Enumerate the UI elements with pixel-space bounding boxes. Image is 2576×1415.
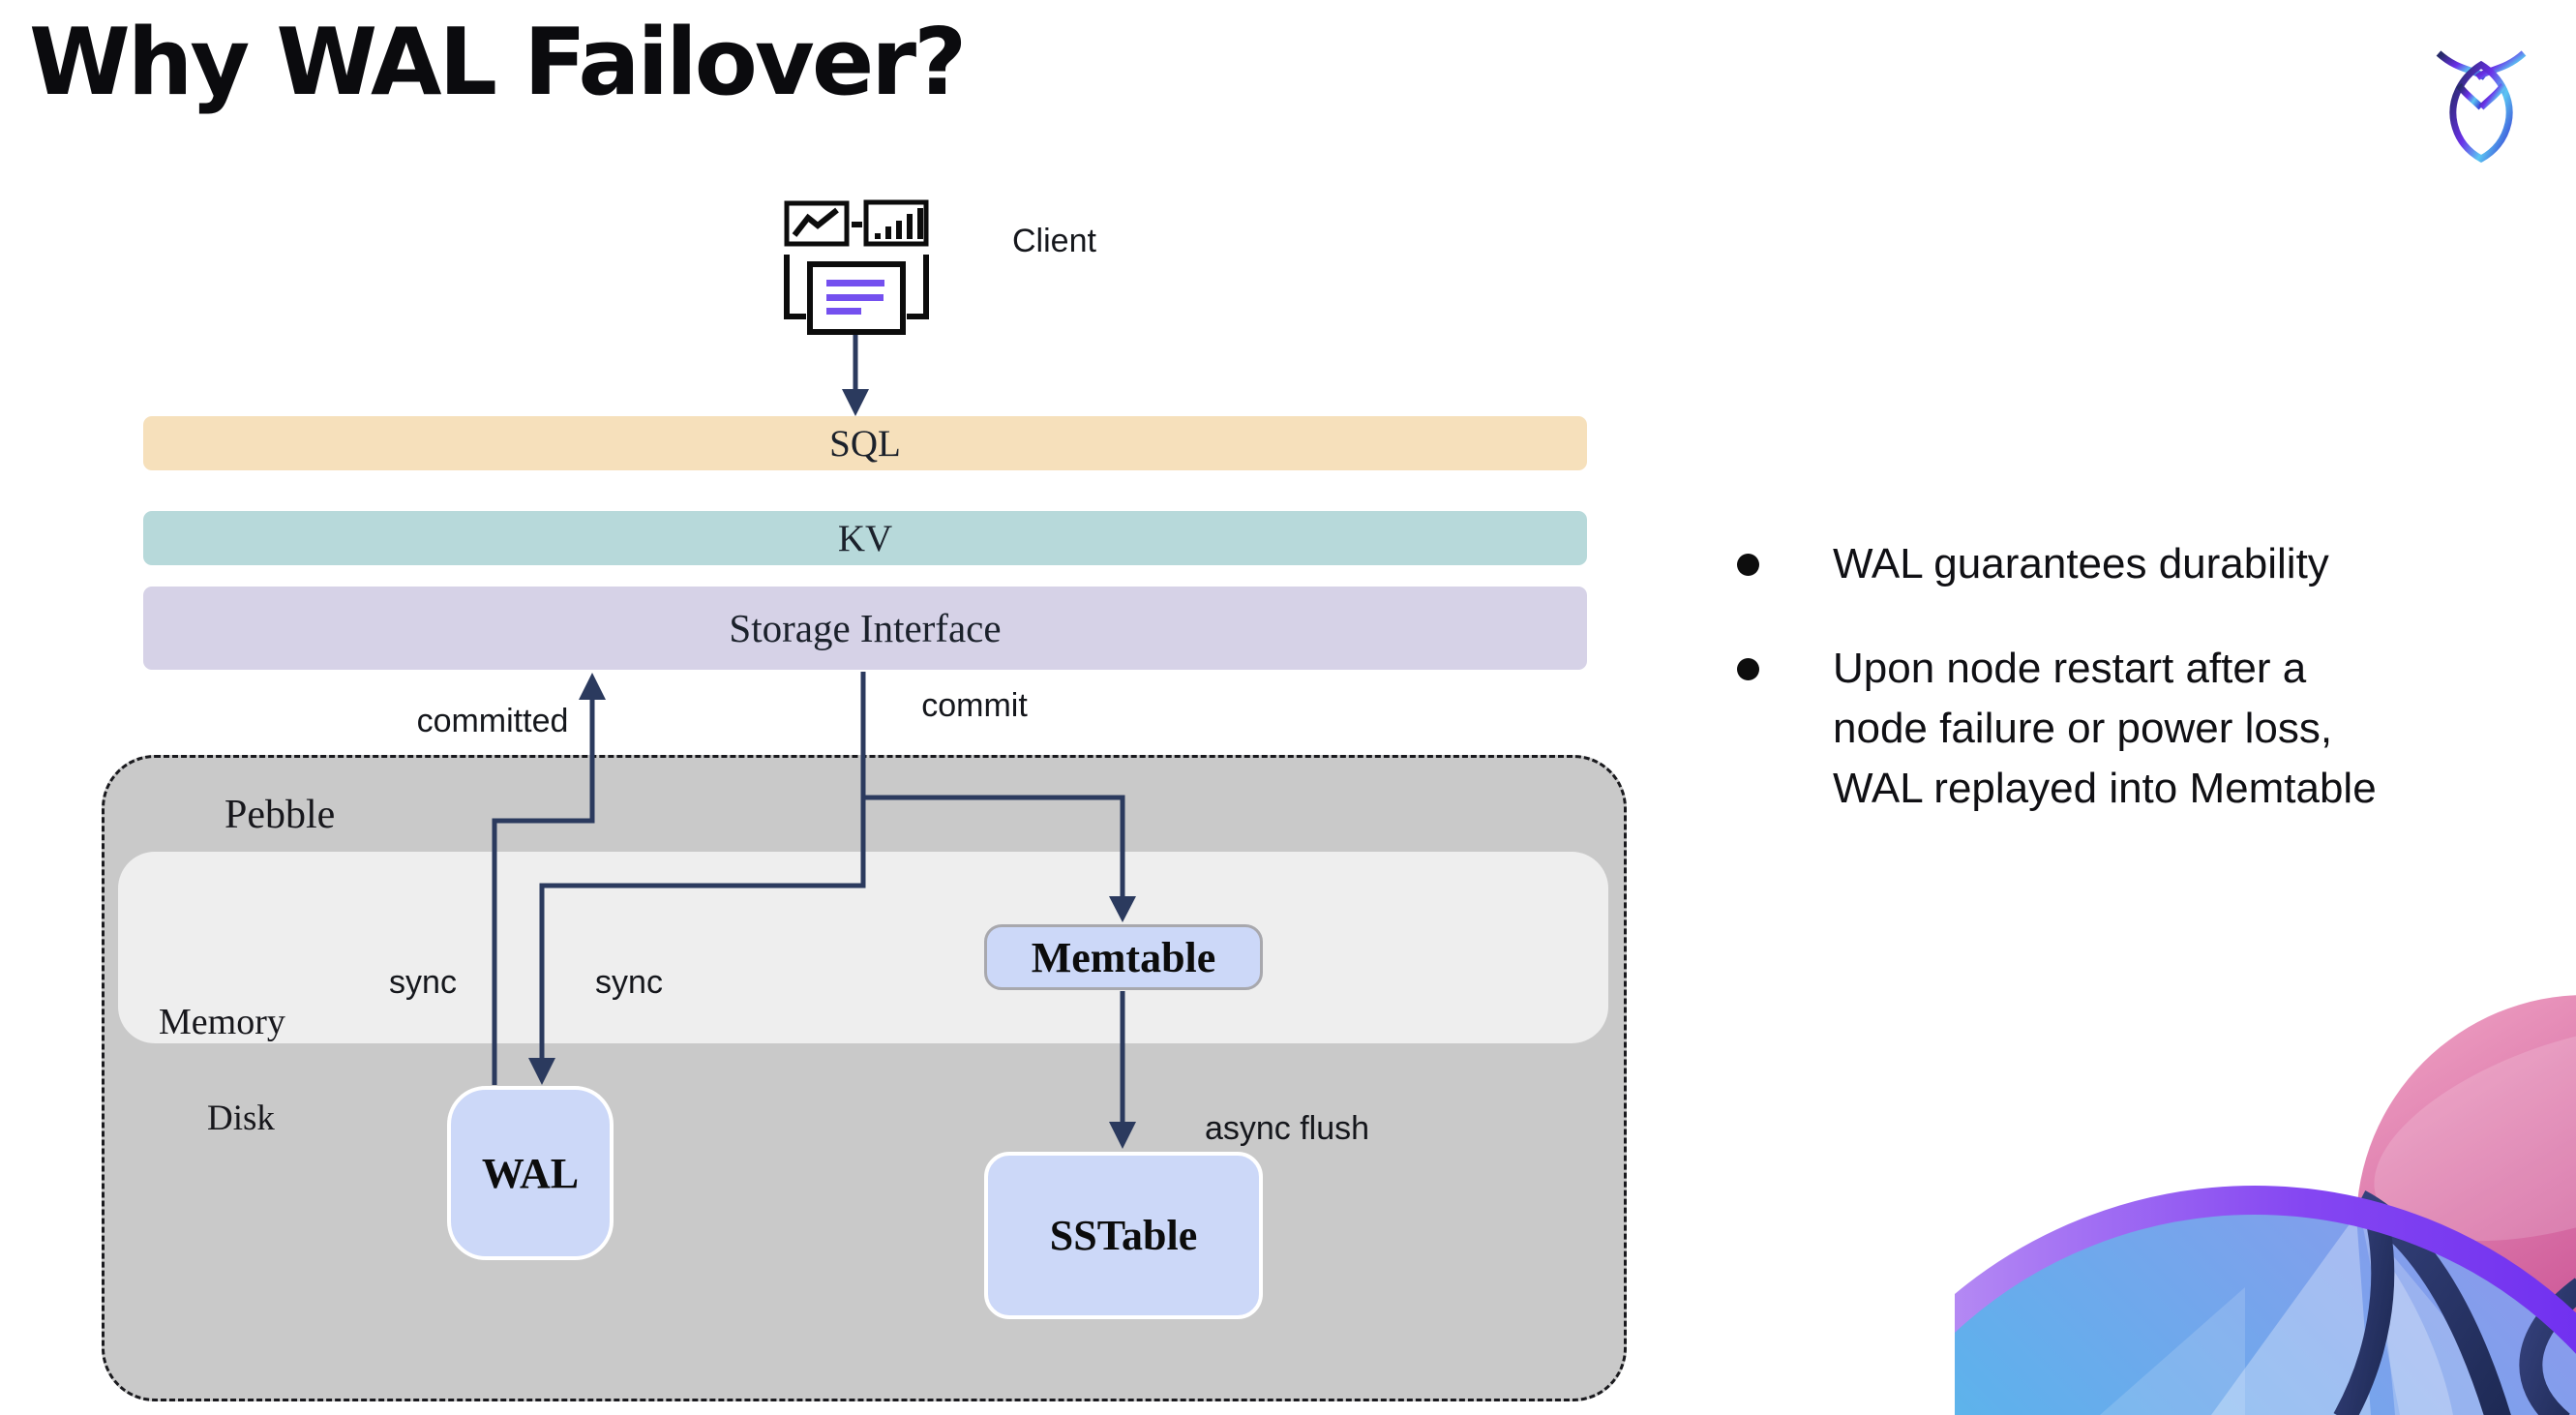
memtable-node: Memtable	[984, 924, 1263, 990]
sync-right-edge-label: sync	[595, 964, 663, 1001]
commit-to-memtable-arrow	[863, 795, 1125, 898]
client-label: Client	[1012, 223, 1096, 259]
commit-to-wal-arrow	[539, 672, 866, 1060]
layer-bar-kv: KV	[143, 511, 1587, 565]
memtable-label: Memtable	[1031, 933, 1216, 981]
disk-label: Disk	[207, 1099, 275, 1138]
line-chart-icon	[784, 200, 850, 247]
async-flush-edge-label: async flush	[1204, 1110, 1370, 1147]
bullet-text-line: WAL guarantees durability	[1833, 540, 2329, 587]
wal-label: WAL	[481, 1149, 580, 1197]
sync-left-edge-label: sync	[389, 964, 457, 1001]
bullet-text-line: WAL replayed into Memtable	[1833, 765, 2377, 812]
bullet-dot	[1737, 658, 1759, 680]
purple-arc	[1955, 1186, 2576, 1354]
client-icon	[779, 196, 934, 337]
sstable-label: SSTable	[1049, 1212, 1198, 1259]
bullet-item-durability: WAL guarantees durability	[1737, 534, 2540, 594]
bullet-dot	[1737, 554, 1759, 576]
memory-label: Memory	[159, 1002, 285, 1042]
layer-label-kv: KV	[837, 517, 893, 559]
committed-arrow	[492, 700, 595, 1085]
committed-edge-label: committed	[416, 703, 569, 739]
arrowheads	[528, 389, 1136, 1149]
bullet-text-line: Upon node restart after a	[1833, 645, 2307, 692]
layer-bar-sql: SQL	[143, 416, 1587, 470]
layer-bar-storage-interface: Storage Interface	[143, 587, 1587, 670]
pebble-label: Pebble	[225, 793, 336, 837]
bar-chart-icon	[863, 199, 929, 247]
blue-sphere	[1955, 1200, 2576, 1415]
bullet-list: WAL guarantees durability Upon node rest…	[1737, 534, 2540, 819]
brand-sphere-graphic	[1955, 968, 2576, 1415]
bullet-item-replay: Upon node restart after a node failure o…	[1737, 639, 2540, 819]
layer-label-storage-interface: Storage Interface	[729, 606, 1002, 650]
layer-label-sql: SQL	[829, 422, 901, 465]
brand-sphere-svg	[1955, 995, 2576, 1415]
bullet-text-line: node failure or power loss,	[1833, 705, 2333, 752]
commit-edge-label: commit	[921, 687, 1028, 724]
cockroach-logo-icon	[2435, 45, 2528, 165]
dash-icon	[852, 222, 862, 227]
page-title: Why WAL Failover?	[29, 10, 967, 116]
cockroach-logo-glyph	[2436, 50, 2527, 163]
document-icon	[784, 255, 929, 335]
client-icon-svg	[784, 199, 929, 335]
sstable-node: SSTable	[984, 1152, 1263, 1319]
wal-node: WAL	[447, 1086, 614, 1260]
